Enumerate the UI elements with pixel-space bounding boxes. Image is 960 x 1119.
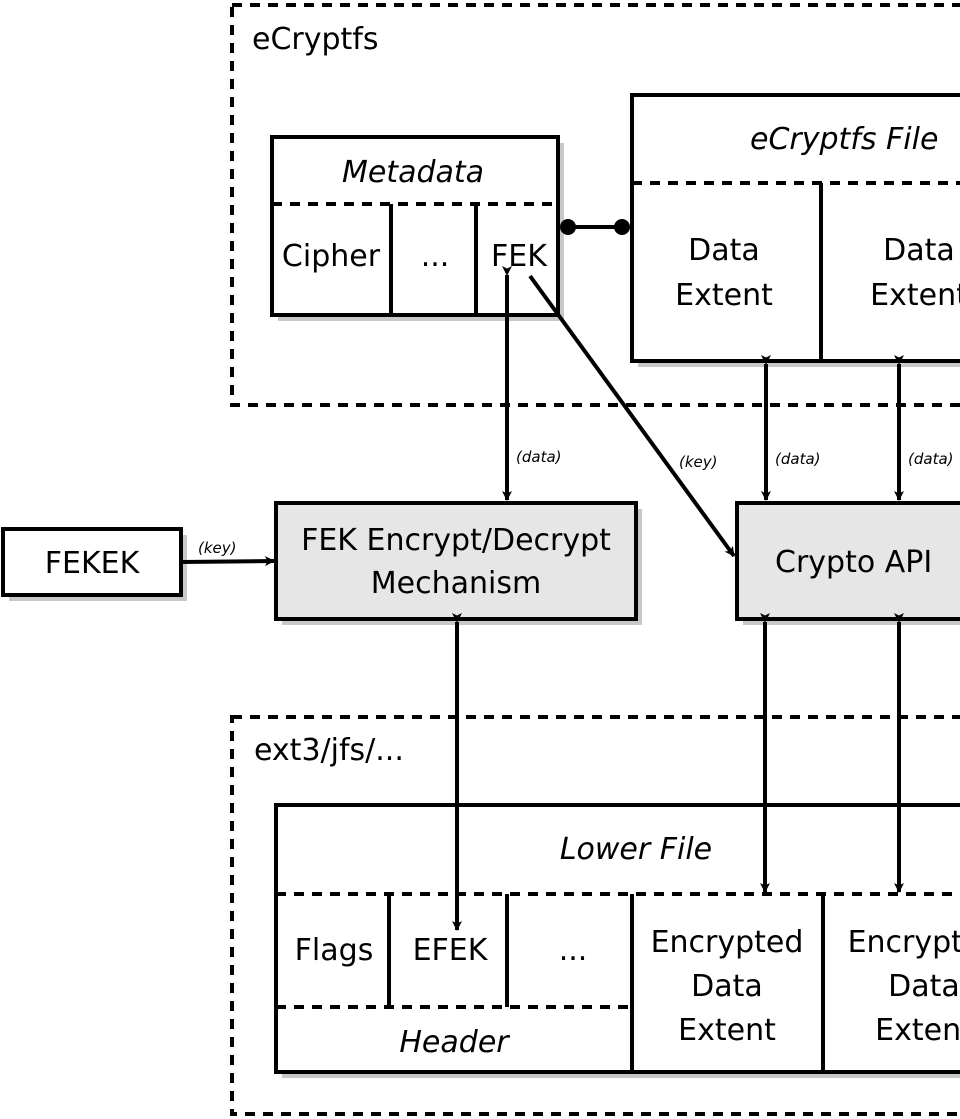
edge-label-fekek-key: (key) <box>198 539 237 557</box>
edge-label-fek-key: (key) <box>679 453 718 471</box>
ecryptfs-file-box[interactable]: eCryptfs File Data Extent Data Extent <box>630 93 960 367</box>
arrow-fek-to-crypto <box>528 274 736 558</box>
header-label: Header <box>399 1025 510 1060</box>
lower-file-box[interactable]: Lower File Flags EFEK ... Header Encrypt… <box>274 803 960 1078</box>
metadata-file-link <box>560 219 630 235</box>
enc-extent-2-line2: Data <box>888 969 960 1004</box>
edge-label-extent2-data: (data) <box>908 450 954 468</box>
fek-mechanism-line2: Mechanism <box>371 566 541 601</box>
fek-mechanism-line1: FEK Encrypt/Decrypt <box>301 523 611 558</box>
data-extent-2-line2: Extent <box>870 278 960 313</box>
enc-extent-2-line3: Extent <box>875 1013 960 1048</box>
header-cell-efek: EFEK <box>413 933 489 968</box>
ecryptfs-group-label: eCryptfs <box>252 22 379 57</box>
crypto-api-box[interactable]: Crypto API <box>735 501 960 625</box>
fekek-box[interactable]: FEKEK <box>1 527 187 601</box>
header-cell-flags: Flags <box>295 933 374 968</box>
arrows: (key) (data) (key) (data) (data) <box>180 266 954 931</box>
enc-extent-1-line1: Encrypted <box>651 925 804 960</box>
data-extent-1-line1: Data <box>688 233 760 268</box>
ecryptfs-group: eCryptfs <box>230 3 960 407</box>
enc-extent-1-line2: Data <box>691 969 763 1004</box>
data-extent-1-line2: Extent <box>675 278 773 313</box>
metadata-cell-cipher: Cipher <box>282 239 381 274</box>
metadata-cell-ellipsis: ... <box>421 239 450 274</box>
enc-extent-1-line3: Extent <box>678 1013 776 1048</box>
metadata-title: Metadata <box>342 155 484 190</box>
edge-label-fek-data: (data) <box>516 448 562 466</box>
edge-label-extent1-data: (data) <box>775 450 821 468</box>
lower-fs-group-label: ext3/jfs/... <box>254 733 404 768</box>
arrow-fekek-to-mechanism <box>180 556 275 567</box>
crypto-api-label: Crypto API <box>775 545 932 580</box>
metadata-cell-fek: FEK <box>491 239 548 274</box>
fekek-label: FEKEK <box>45 546 141 581</box>
fek-mechanism-box[interactable]: FEK Encrypt/Decrypt Mechanism <box>274 501 642 625</box>
metadata-box[interactable]: Metadata Cipher ... FEK <box>270 135 564 321</box>
ecryptfs-file-title: eCryptfs File <box>750 122 938 157</box>
lower-file-title: Lower File <box>560 832 712 867</box>
header-cell-ellipsis: ... <box>559 933 588 968</box>
lower-fs-group: ext3/jfs/... <box>230 715 960 1116</box>
data-extent-2-line1: Data <box>883 233 955 268</box>
enc-extent-2-line1: Encrypted <box>848 925 960 960</box>
